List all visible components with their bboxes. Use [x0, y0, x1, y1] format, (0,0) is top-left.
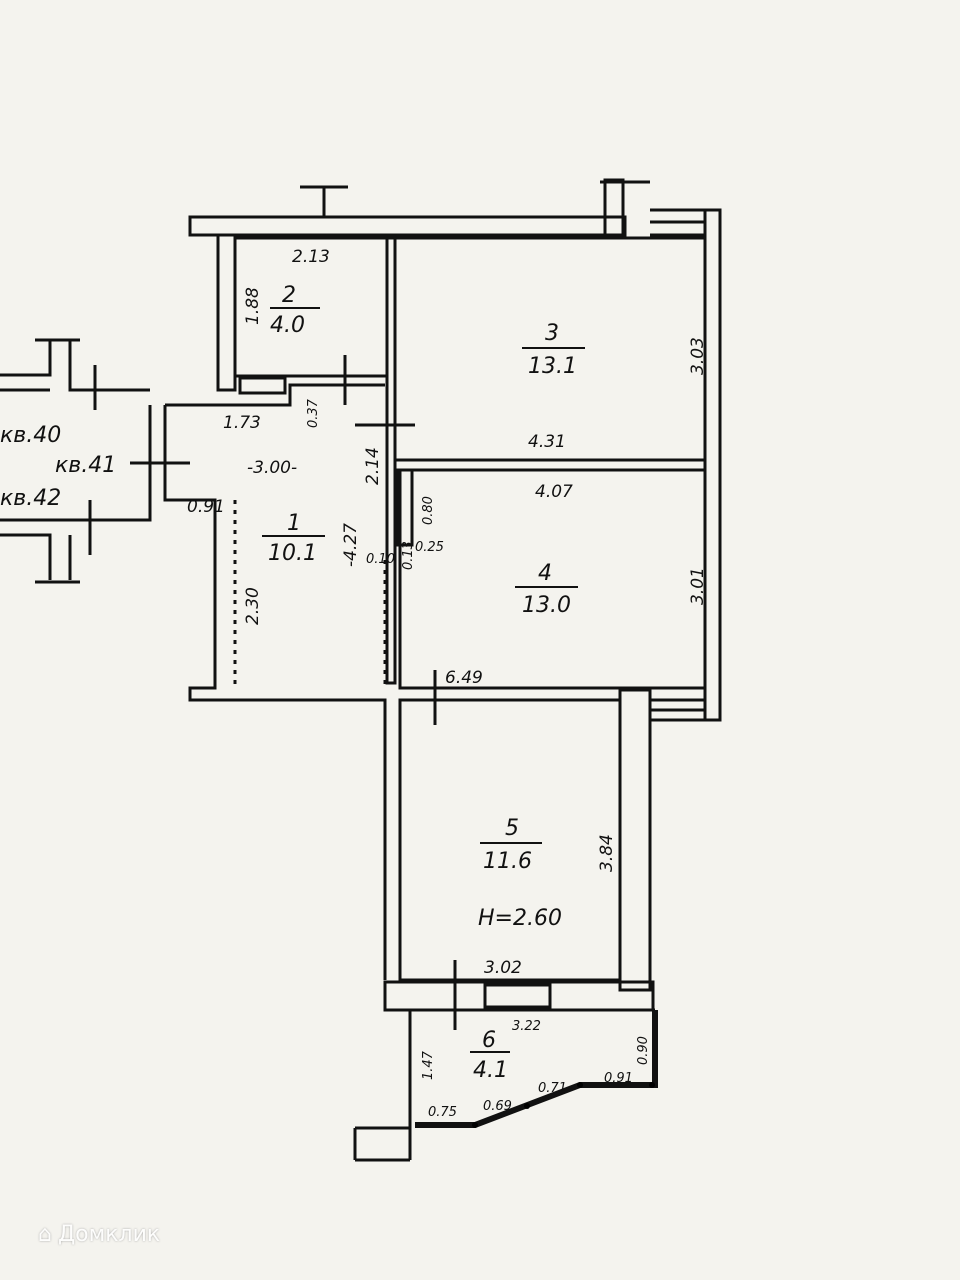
room-6-area: 4.1 [473, 1058, 508, 1083]
walls [0, 178, 722, 1162]
dim: 0.37 [306, 398, 321, 428]
room-6-number: 6 [482, 1028, 496, 1053]
neighbor-40: кв.40 [0, 423, 61, 448]
room-4-number: 4 [538, 561, 552, 586]
room-5-number: 5 [505, 816, 519, 841]
dim: 0.91 [187, 497, 225, 517]
dim: 0.13 [401, 541, 416, 570]
room-3-number: 3 [545, 321, 559, 346]
dim: 0.10 [366, 552, 395, 567]
dim: 3.01 [688, 567, 708, 605]
dim: 1.73 [223, 413, 261, 433]
dim: 1.88 [243, 287, 263, 325]
dim: 2.14 [363, 447, 383, 485]
dim: 3.22 [512, 1019, 541, 1034]
dim: 4.31 [528, 432, 566, 452]
dim: 3.02 [484, 958, 522, 978]
dim: -3.00- [247, 458, 297, 478]
watermark-text: Домклик [57, 1222, 161, 1247]
dim: 2.30 [243, 587, 263, 625]
neighbor-42: кв.42 [0, 486, 61, 511]
dim: 0.80 [421, 496, 436, 525]
dimensions: 2.13 1.88 3.03 4.31 4.07 3.01 0.80 1.73 … [187, 247, 708, 1120]
house-icon: ⌂ [38, 1222, 52, 1247]
room-1-area: 10.1 [268, 541, 317, 566]
room-labels: 2 4.0 3 13.1 1 10.1 4 13.0 5 11.6 H=2.60… [262, 283, 585, 1083]
dim: 4.07 [535, 482, 573, 502]
room-5-area: 11.6 [483, 849, 532, 874]
watermark: ⌂ Домклик [38, 1222, 160, 1247]
dim: 0.75 [428, 1105, 457, 1120]
dim: 0.69 [483, 1099, 512, 1114]
dim: 1.47 [421, 1050, 436, 1080]
dim: 0.25 [415, 540, 444, 555]
room-4-area: 13.0 [522, 593, 571, 618]
room-2-area: 4.0 [270, 313, 305, 338]
neighbor-labels: кв.40 кв.41 кв.42 [0, 423, 116, 511]
door-ticks [88, 355, 457, 1030]
dim: 3.03 [688, 337, 708, 375]
dim: -4.27 [341, 523, 361, 567]
dim: 6.49 [445, 668, 483, 688]
ceiling-height: H=2.60 [478, 906, 562, 931]
room-2-number: 2 [282, 283, 296, 308]
room-3-area: 13.1 [528, 354, 577, 379]
neighbor-41: кв.41 [55, 453, 116, 478]
dim: 0.91 [604, 1071, 633, 1086]
dim: 0.71 [538, 1081, 567, 1096]
dim: 2.13 [292, 247, 330, 267]
room-1-number: 1 [287, 511, 301, 536]
dim: 0.90 [636, 1036, 651, 1065]
dim: 3.84 [597, 834, 617, 872]
